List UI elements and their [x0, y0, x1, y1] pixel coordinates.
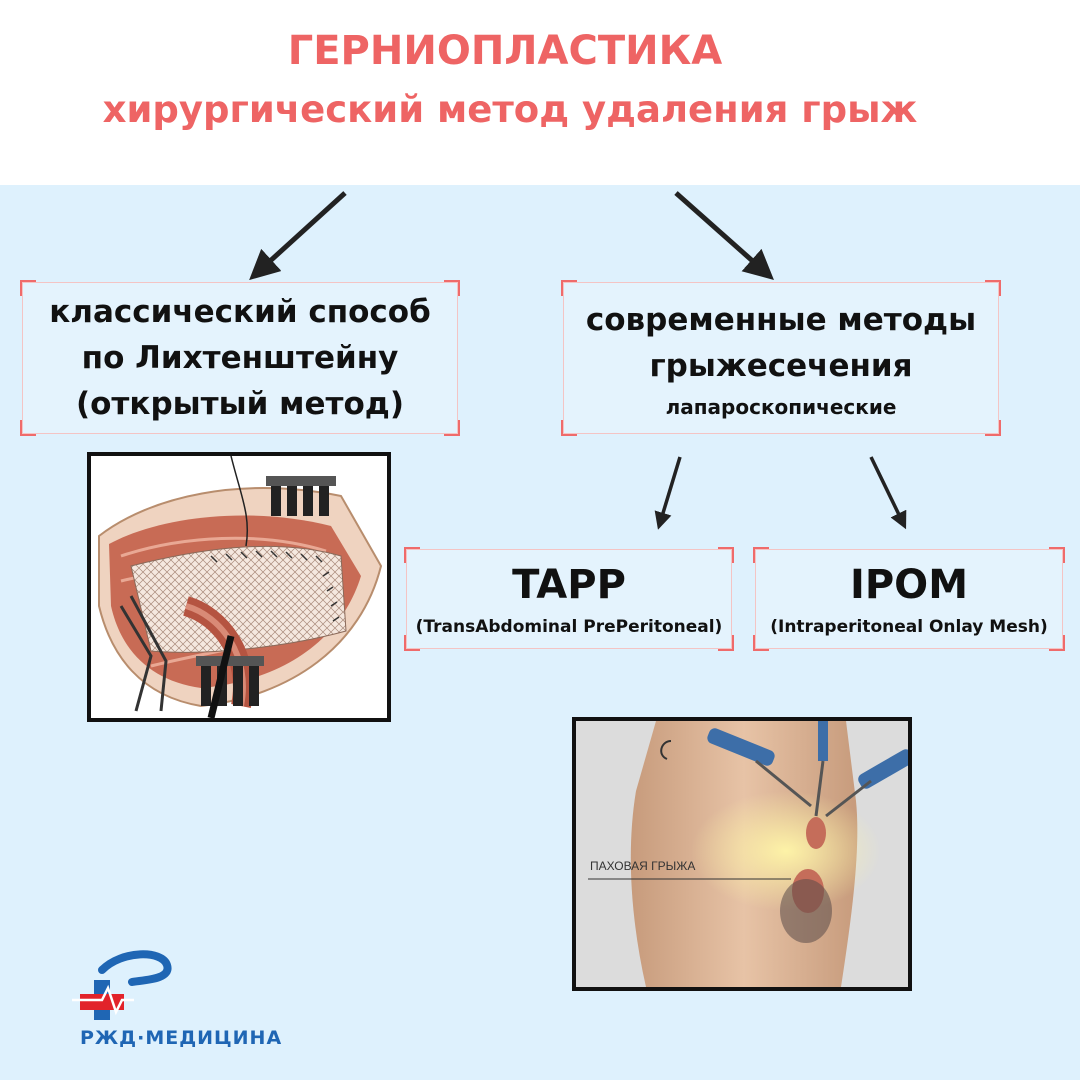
- modern-note: лапароскопические: [665, 395, 897, 419]
- laparoscopy-illustration: ПАХОВАЯ ГРЫЖА: [572, 717, 912, 991]
- logo-text: РЖД·МЕДИЦИНА: [80, 1027, 283, 1049]
- classic-line-2: по Лихтенштейну: [81, 340, 399, 376]
- classic-line-3: (открытый метод): [75, 386, 405, 422]
- logo-arc-icon: [98, 950, 172, 986]
- page-title: ГЕРНИОПЛАСТИКА: [287, 28, 723, 74]
- page-subtitle: хирургический метод удаления грыж: [102, 88, 918, 131]
- ipom-title: IPOM: [849, 562, 968, 608]
- header-band: [0, 0, 1080, 185]
- tapp-title: TAPP: [512, 562, 626, 608]
- inguinal-hernia-label: ПАХОВАЯ ГРЫЖА: [590, 859, 696, 873]
- laparoscopy-drawing: [576, 721, 908, 987]
- classic-method-box: классический способ по Лихтенштейну (отк…: [20, 280, 460, 436]
- modern-line-2: грыжесечения: [649, 348, 913, 384]
- tapp-subtitle: (TransAbdominal PrePeritoneal): [415, 617, 723, 637]
- rzd-medicine-logo: [72, 950, 172, 1020]
- ipom-subtitle: (Intraperitoneal Onlay Mesh): [770, 617, 1048, 637]
- surgical-mesh-drawing: [91, 456, 387, 718]
- modern-line-1: современные методы: [585, 302, 977, 338]
- classic-line-1: классический способ: [49, 294, 431, 330]
- modern-methods-box: современные методы грыжесечения лапароск…: [561, 280, 1001, 436]
- ipom-box: IPOM (Intraperitoneal Onlay Mesh): [753, 547, 1065, 651]
- lichtenstein-illustration: [87, 452, 391, 722]
- tapp-box: TAPP (TransAbdominal PrePeritoneal): [404, 547, 734, 651]
